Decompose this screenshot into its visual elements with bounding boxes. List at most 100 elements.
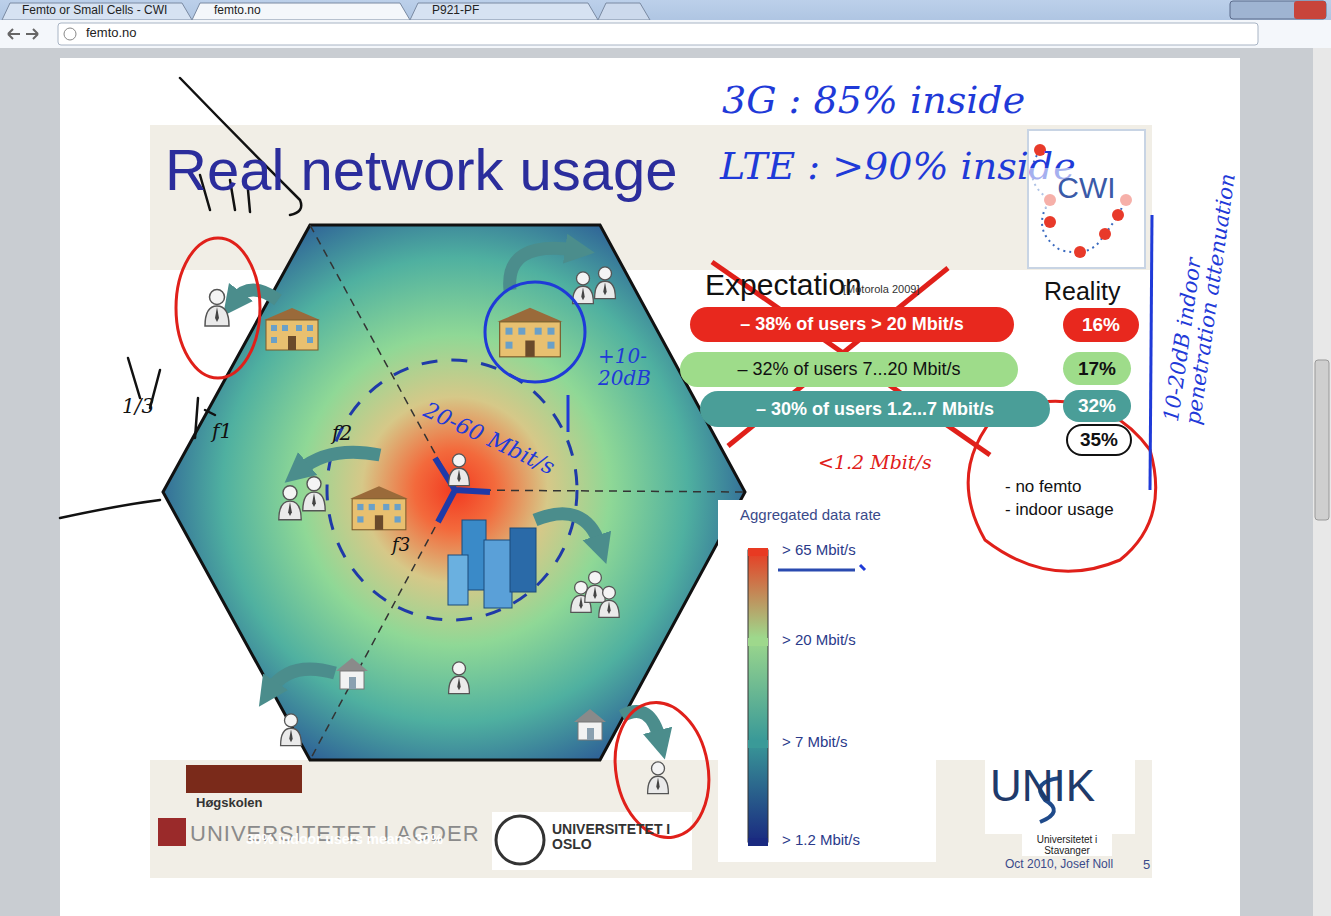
expectation-bar: – 38% of users > 20 Mbit/s — [690, 307, 1014, 342]
slide-title: Real network usage — [165, 138, 678, 202]
expectation-bar: – 32% of users 7...20 Mbit/s — [680, 352, 1018, 387]
drawing-part — [64, 28, 76, 40]
drawing-part — [1112, 209, 1124, 221]
annotation: P921-PF — [432, 4, 479, 17]
reality-pill: 35% — [1066, 424, 1132, 456]
expectation-bar: – 30% of users 1.2...7 Mbit/s — [700, 391, 1050, 427]
drawing-part — [176, 238, 1156, 845]
drawing-part — [448, 520, 536, 608]
annotation: <1.2 Mbit/s — [818, 452, 932, 473]
drawing-part — [535, 514, 600, 545]
drawing-part — [264, 308, 320, 350]
drawing-part — [176, 238, 260, 378]
drawing-part — [778, 569, 855, 572]
drawing-part — [449, 662, 470, 694]
annotation: - indoor usage — [1005, 501, 1114, 520]
node-text: CWI — [1057, 171, 1115, 205]
legend-label: > 1.2 Mbit/s — [782, 832, 860, 849]
drawing-part — [1294, 1, 1326, 19]
drawing-part — [205, 290, 229, 327]
annotation: Oct 2010, Josef Noll — [1005, 858, 1113, 871]
drawing-part — [1313, 48, 1331, 916]
annotation: Femto or Small Cells - CWI — [22, 4, 167, 17]
drawing-part — [310, 490, 455, 760]
drawing-part — [573, 272, 594, 304]
drawing-part — [510, 528, 536, 592]
legend-label: > 65 Mbit/s — [782, 542, 856, 559]
node-text: 17% — [1078, 358, 1116, 380]
drawing-part — [860, 565, 865, 570]
drawing-part — [0, 48, 1331, 916]
drawing-part — [60, 500, 160, 518]
drawing-part — [435, 458, 490, 522]
drawing-part — [58, 23, 1258, 45]
annotation: Reality — [1044, 278, 1120, 306]
drawing-part — [1074, 246, 1086, 258]
legend-swatch — [748, 838, 768, 846]
annotation: f1 — [212, 420, 232, 442]
drawing-part — [0, 0, 1331, 48]
logo-box: CWI — [1030, 168, 1143, 208]
drawing-part — [1230, 1, 1326, 19]
drawing-part — [158, 818, 186, 846]
drawing-part — [300, 452, 380, 470]
drawing-part — [0, 20, 1331, 48]
drawing-part — [235, 290, 278, 300]
drawing-part — [1315, 360, 1329, 520]
drawing-part — [279, 486, 301, 520]
legend-label: > 20 Mbit/s — [782, 632, 856, 649]
annotation: LTE : >90% inside — [720, 146, 1076, 188]
drawing-part — [235, 248, 660, 740]
annotation: +10-20dB — [598, 345, 658, 389]
drawing-part — [748, 550, 768, 842]
drawing-part — [585, 571, 605, 602]
drawing-part — [718, 500, 936, 862]
drawing-part — [310, 225, 745, 760]
drawing-part — [595, 267, 616, 299]
annotation: 3G : 85% inside — [722, 80, 1025, 122]
annotation: 5 — [1143, 858, 1150, 872]
drawing-part — [497, 308, 562, 357]
drawing-part — [985, 760, 1135, 834]
annotation: Universitetet i Stavanger — [1022, 834, 1112, 856]
drawing-part — [192, 3, 410, 20]
reality-pill: 17% — [1063, 352, 1131, 385]
drawing-part — [455, 490, 745, 492]
drawing-part — [2, 3, 192, 20]
annotation: femto.no — [214, 4, 261, 17]
drawing-part — [496, 816, 544, 864]
reality-pill: 32% — [1063, 390, 1131, 422]
drawing-part — [1044, 216, 1056, 228]
drawing-part — [484, 540, 512, 608]
annotation: f3 — [392, 535, 410, 555]
node-text: – 32% of users 7...20 Mbit/s — [737, 359, 960, 380]
drawing-part — [598, 3, 650, 20]
annotation: UNIK — [990, 762, 1095, 810]
drawing-part — [574, 709, 606, 740]
node-text: 35% — [1080, 429, 1118, 451]
legend-swatch — [748, 548, 768, 556]
drawing-part — [8, 29, 38, 39]
node-text: – 38% of users > 20 Mbit/s — [740, 314, 964, 335]
drawing-part — [163, 225, 745, 760]
annotation: - no femto — [1005, 478, 1082, 497]
drawing-part — [336, 658, 368, 689]
annotation: f2 — [332, 422, 352, 444]
drawing-part — [350, 486, 408, 529]
legend-label: > 7 Mbit/s — [782, 734, 847, 751]
annotation: 1/3 — [122, 395, 154, 417]
drawing-part — [60, 58, 1240, 916]
drawing-part — [648, 762, 669, 794]
drawing-part — [449, 454, 470, 486]
drawing-part — [485, 215, 1152, 570]
drawing-part — [599, 586, 619, 617]
node-text: 32% — [1078, 395, 1116, 417]
annotation: femto.no — [86, 26, 137, 40]
annotation: Høgskolen — [196, 796, 262, 810]
drawing-part — [327, 360, 577, 620]
reality-pill: 16% — [1063, 308, 1139, 342]
drawing-part — [303, 477, 325, 511]
drawing-part — [270, 669, 335, 690]
drawing-part — [150, 760, 1152, 878]
